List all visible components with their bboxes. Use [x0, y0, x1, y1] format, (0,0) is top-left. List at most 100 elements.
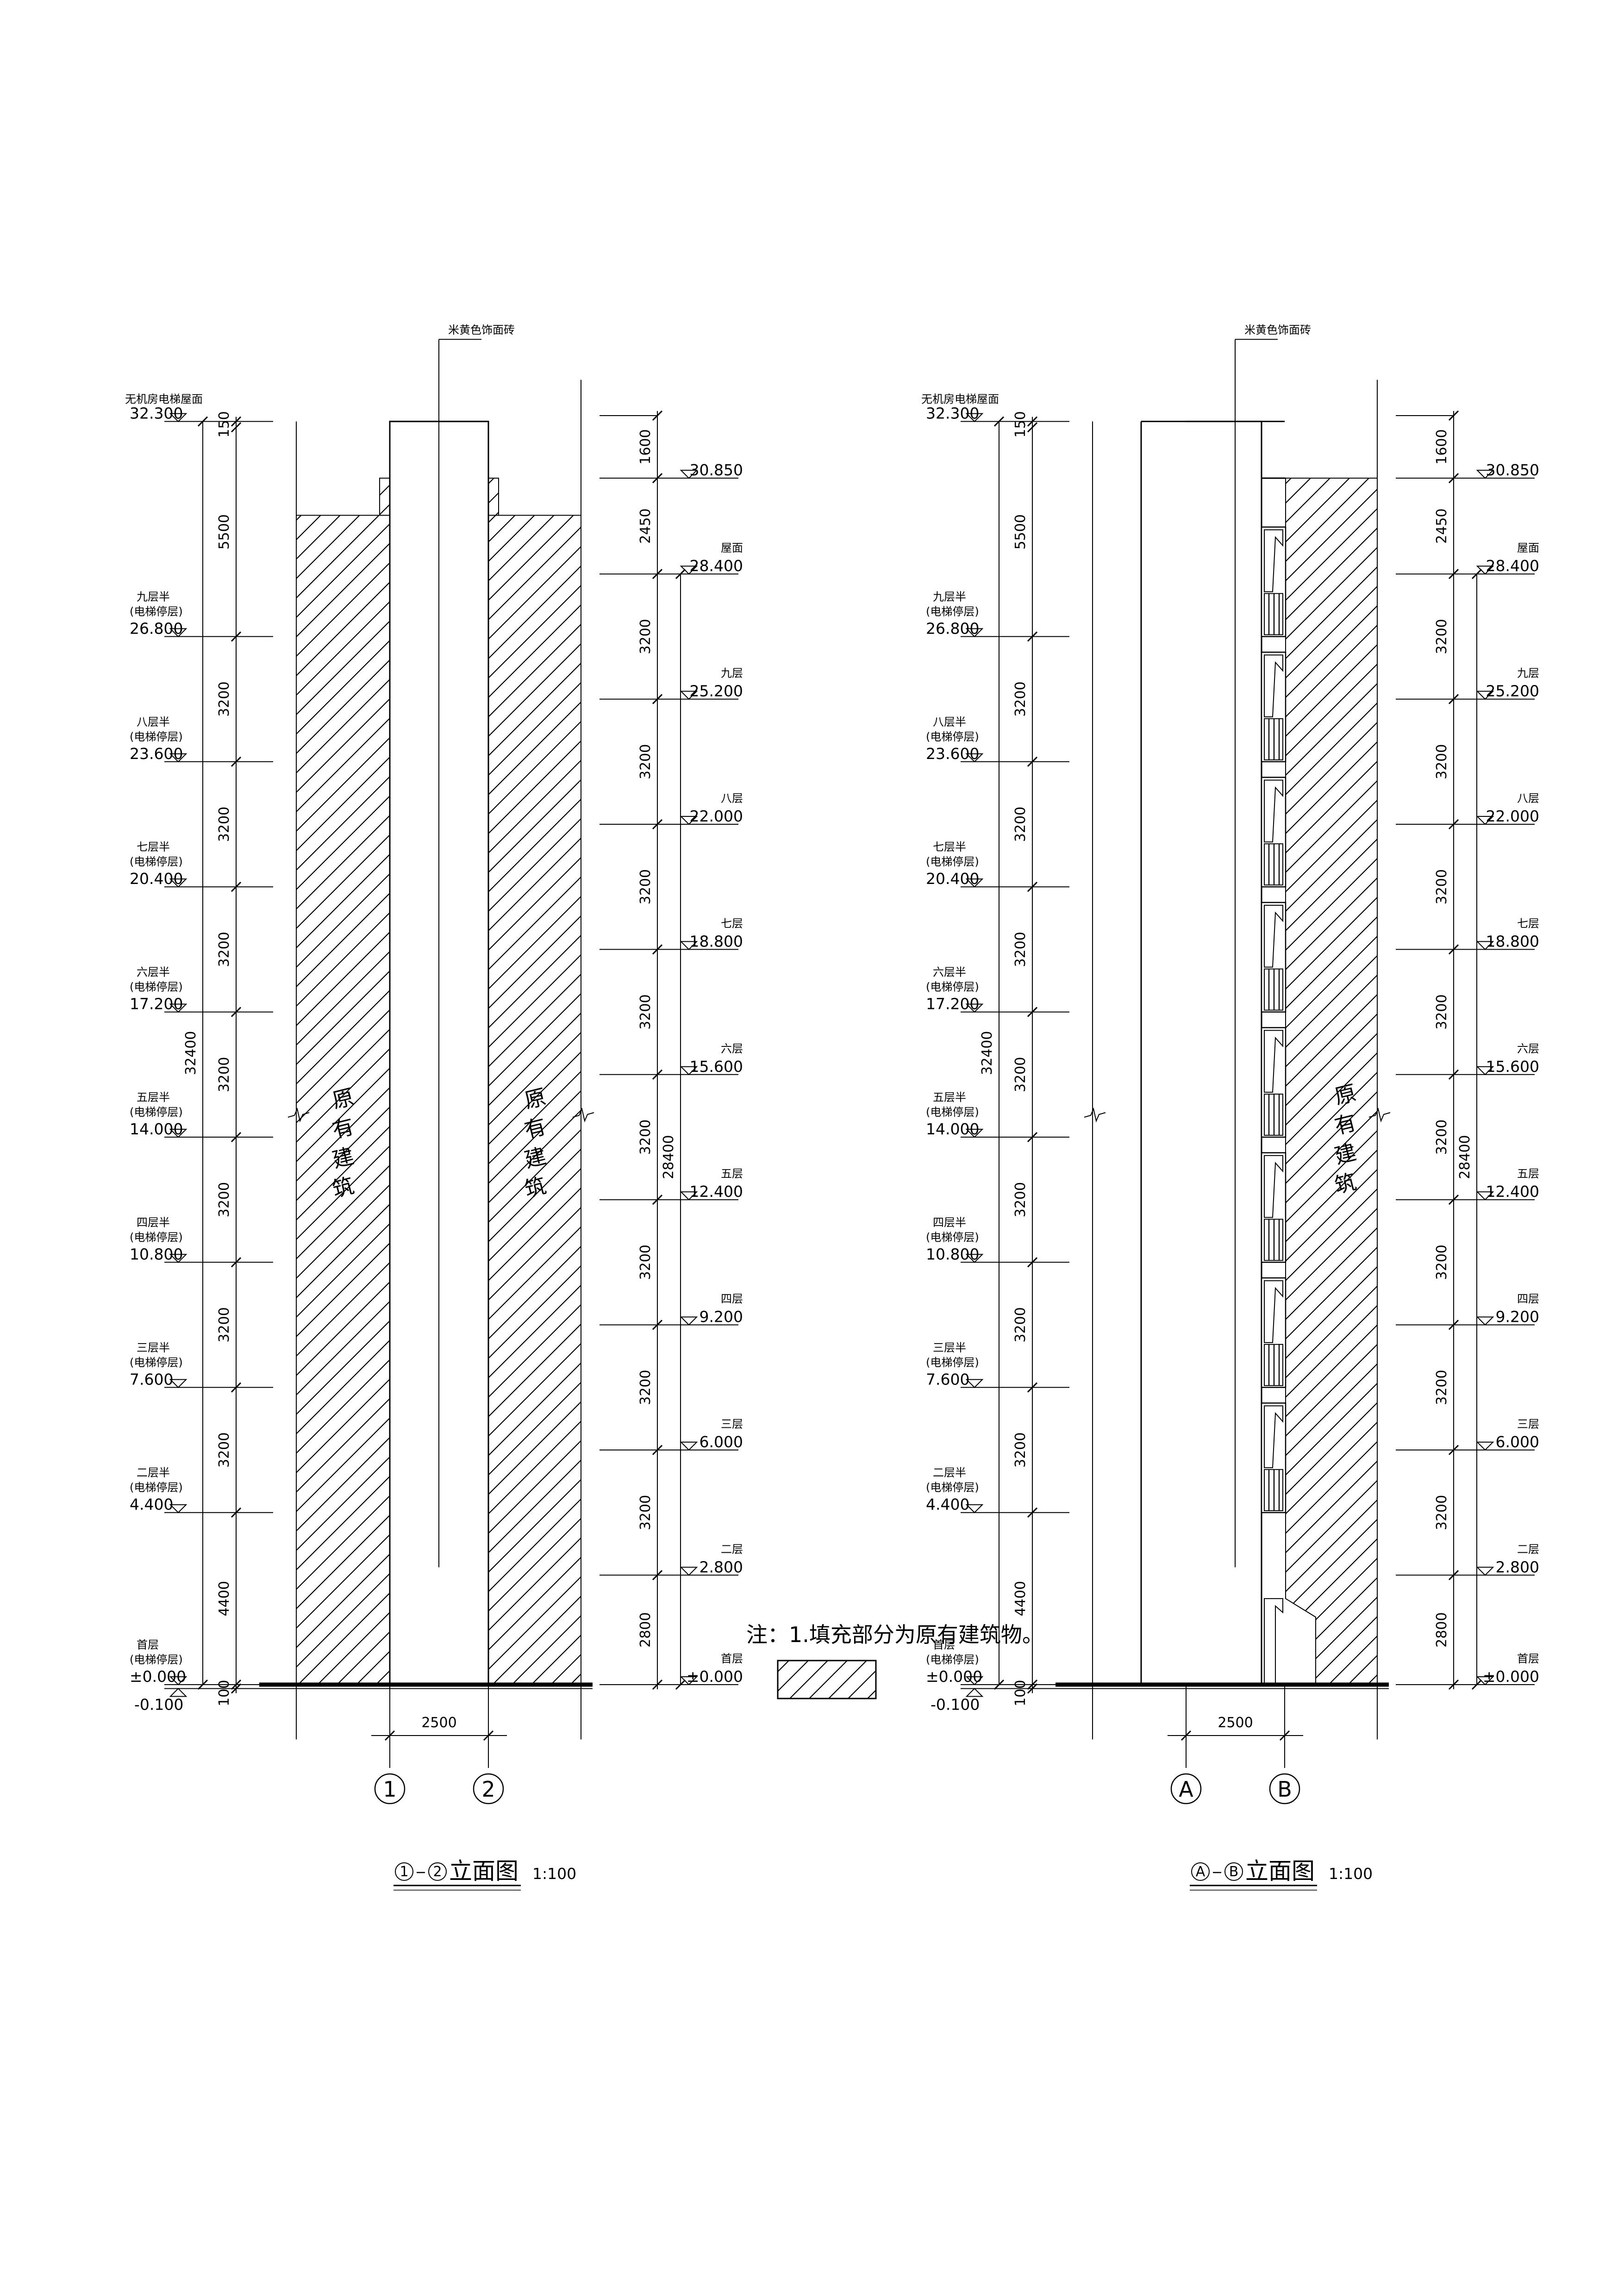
left-dimension-value: 4400	[1012, 1581, 1029, 1616]
right-dimension-tick	[1448, 1195, 1459, 1205]
right-level-elevation: 25.200	[690, 682, 743, 700]
roof-label: 无机房电梯屋面	[921, 393, 999, 406]
left-level-elevation: 10.800	[130, 1245, 183, 1263]
left-level-marker	[169, 1676, 187, 1686]
left-level-note: (电梯停层)	[130, 1106, 183, 1119]
right-level-name: 七层	[1517, 917, 1539, 930]
axis-bubble	[1170, 1773, 1202, 1804]
existing-building-right	[488, 515, 581, 1685]
left-level-elevation: 4.400	[926, 1495, 969, 1513]
right-dimension-value: 3200	[1434, 869, 1450, 904]
right-level-marker	[1476, 1316, 1494, 1326]
right-level-elevation: ±0.000	[1483, 1668, 1539, 1686]
right-dimension-tick	[1448, 819, 1459, 830]
left-level-elevation: 10.800	[926, 1245, 979, 1263]
landing-window-pane	[1264, 779, 1283, 843]
left-level-name: 九层半	[933, 590, 966, 603]
left-dimension-tick	[1027, 1683, 1038, 1694]
break-mark-left	[1084, 1107, 1106, 1123]
right-level-elevation: 18.800	[1486, 932, 1539, 950]
left-dimension-tick	[1027, 1257, 1038, 1268]
view-scale: 1:100	[532, 1865, 576, 1883]
left-level-note: (电梯停层)	[130, 1356, 183, 1369]
left-dimension-value: 3200	[216, 681, 232, 716]
left-level-elevation: 7.600	[926, 1370, 969, 1388]
right-dimension-value: 1600	[637, 429, 654, 464]
left-level-note: (电梯停层)	[130, 981, 183, 994]
axis-label: B	[1277, 1777, 1292, 1802]
landing-window-pane	[1264, 529, 1283, 592]
roof-level-marker	[169, 413, 187, 423]
elevation-view-1-2: ±0.000(电梯停层)首层4.400(电梯停层)二层半7.600(电梯停层)三…	[125, 324, 743, 1891]
width-dimension-value: 2500	[421, 1715, 456, 1731]
left-level-marker	[169, 878, 187, 888]
left-dimension-tick	[231, 416, 242, 427]
left-level-marker	[965, 1504, 984, 1513]
right-level-name: 屋面	[1517, 541, 1539, 554]
left-level-elevation: 26.800	[926, 619, 979, 637]
left-level-name: 六层半	[137, 966, 170, 979]
right-level-elevation: 15.600	[690, 1058, 743, 1076]
right-dimension-tick	[1448, 1570, 1459, 1580]
right-level-elevation: 22.000	[1486, 807, 1539, 825]
title-axis-bubble-b	[428, 1862, 447, 1881]
right-dimension-tick	[652, 1069, 663, 1080]
left-dimension-value: 3200	[1012, 1307, 1029, 1342]
left-total-value: 32400	[183, 1031, 199, 1075]
parapet-cap-right	[488, 478, 499, 516]
left-dimension-tick	[231, 1257, 242, 1268]
right-level-marker	[1476, 816, 1494, 825]
left-level-elevation: 20.400	[926, 870, 979, 888]
left-level-name: 二层半	[933, 1466, 966, 1479]
ground-door	[1264, 1598, 1283, 1685]
right-dimension-tick	[652, 1444, 663, 1456]
right-dimension-tick	[1448, 694, 1459, 704]
left-level-name: 四层半	[933, 1216, 966, 1229]
left-level-elevation: 17.200	[926, 995, 979, 1013]
left-level-note: (电梯停层)	[926, 1231, 979, 1244]
left-dimension-tick	[1027, 1679, 1038, 1690]
right-level-marker	[1476, 470, 1494, 479]
right-level-name: 四层	[1517, 1293, 1539, 1306]
louver-panel	[1264, 1344, 1283, 1386]
left-dimension-tick	[1027, 416, 1038, 427]
right-level-name: 六层	[721, 1042, 743, 1055]
right-dimension-value: 2450	[1434, 509, 1450, 544]
left-level-note: (电梯停层)	[130, 1653, 183, 1666]
left-dimension-tick	[231, 1683, 242, 1694]
title-axis-a: 1	[400, 1864, 408, 1880]
break-mark-left	[287, 1107, 310, 1123]
left-level-name: 三层半	[933, 1341, 966, 1354]
right-dimension-tick	[652, 1195, 663, 1205]
right-dimension-tick	[652, 944, 663, 955]
right-level-marker	[1476, 941, 1494, 950]
left-level-elevation: 4.400	[130, 1495, 173, 1513]
right-total-value: 28400	[661, 1135, 677, 1179]
left-dimension-tick	[231, 422, 242, 433]
louver-panel	[1264, 1469, 1283, 1512]
left-level-note: (电梯停层)	[926, 1106, 979, 1119]
finish-note: 米黄色饰面砖	[1244, 324, 1311, 336]
right-dimension-tick	[652, 569, 663, 579]
landing-window-pane	[1264, 1280, 1283, 1343]
right-level-name: 三层	[721, 1418, 743, 1431]
break-mark-right	[1368, 1107, 1391, 1123]
left-dimension-value: 3200	[216, 1307, 232, 1342]
left-dimension-tick	[1027, 1382, 1038, 1393]
left-level-marker	[169, 1254, 187, 1263]
right-level-name: 八层	[721, 792, 743, 805]
left-level-elevation: 7.600	[130, 1370, 173, 1388]
left-level-name: 九层半	[137, 590, 170, 603]
left-dimension-value: 3200	[216, 1182, 232, 1217]
ground-level-marker	[169, 1688, 187, 1697]
right-level-elevation: 12.400	[1486, 1182, 1539, 1201]
right-level-marker	[680, 691, 698, 700]
axis-label: 2	[481, 1777, 495, 1802]
right-dimension-tick	[652, 1570, 663, 1580]
left-dimension-value: 3200	[1012, 681, 1029, 716]
left-dimension-tick	[231, 1382, 242, 1393]
right-dimension-value: 3200	[637, 744, 654, 779]
left-dimension-value: 4400	[216, 1581, 232, 1616]
legend-hatch-swatch	[777, 1660, 877, 1699]
right-level-elevation: 18.800	[690, 932, 743, 950]
